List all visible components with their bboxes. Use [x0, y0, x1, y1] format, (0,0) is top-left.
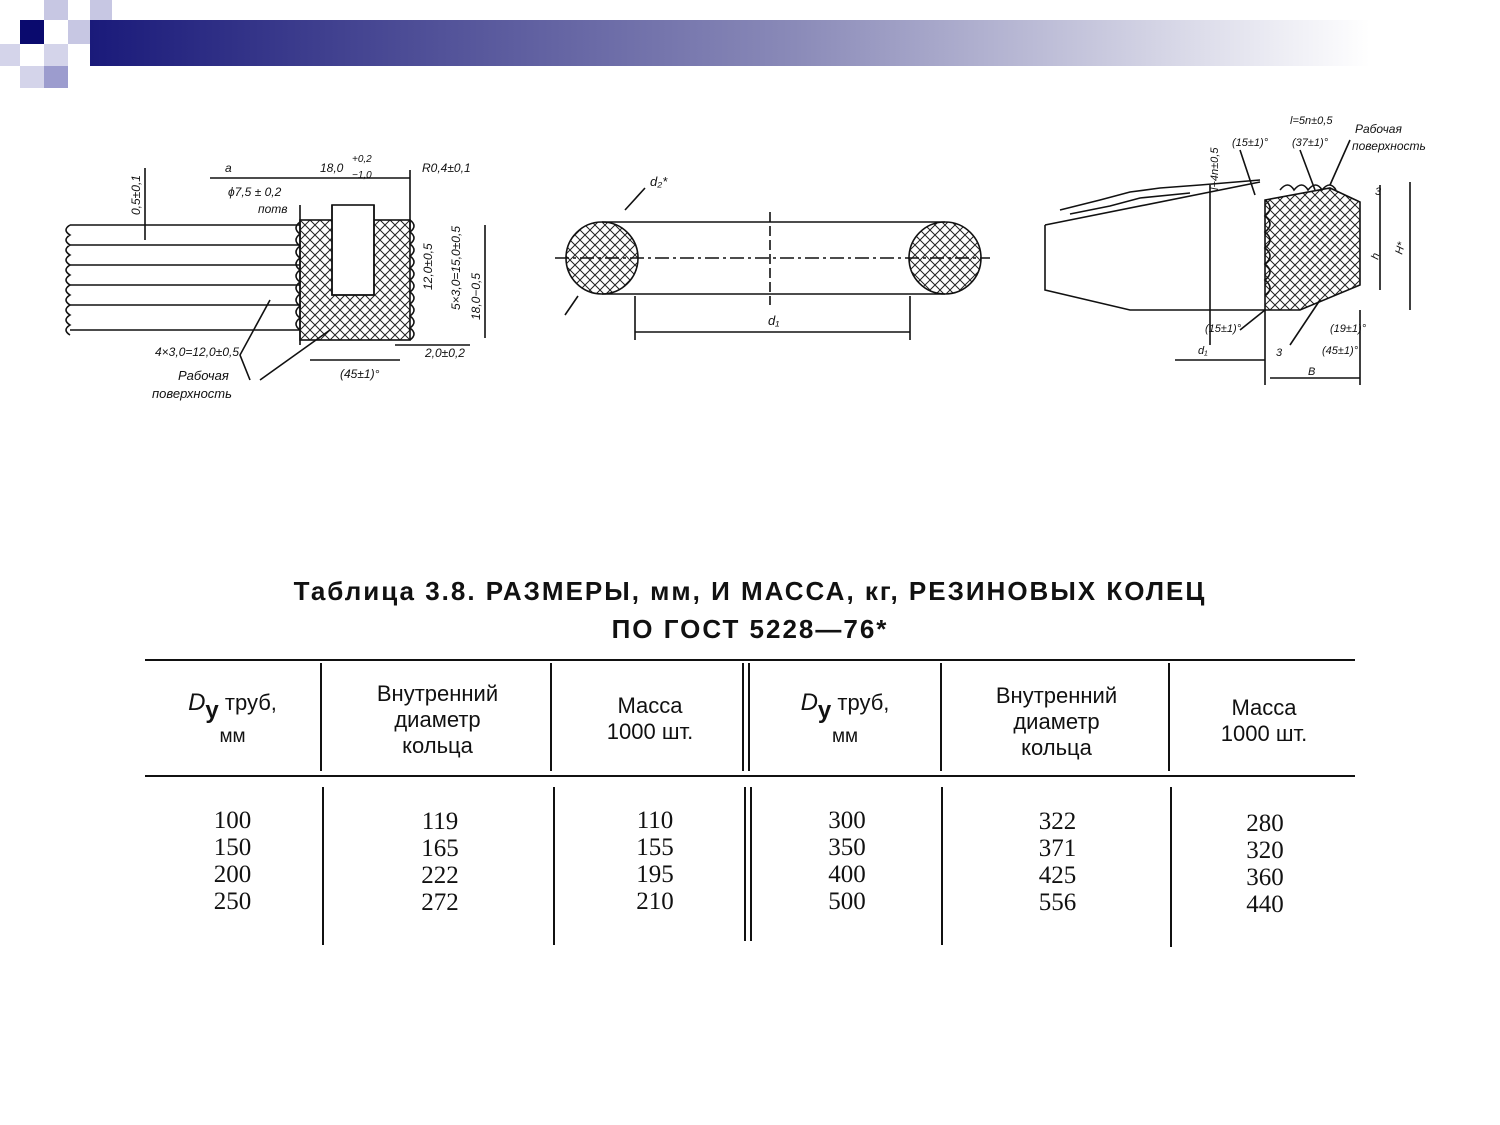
table-cell: 440: [1246, 891, 1284, 918]
technical-drawings: a 18,0 +0,2 −1,0 R0,4±0,1 ϕ7,5 ± 0,2 пот…: [65, 115, 1426, 401]
svg-text:поверхность: поверхность: [152, 386, 232, 401]
table-cell: 210: [636, 888, 674, 915]
caption-line-2: ПО ГОСТ 5228—76*: [611, 614, 889, 644]
middle-drawing: [555, 187, 990, 340]
svg-text:2,0±0,2: 2,0±0,2: [424, 346, 465, 360]
col-divider: [1170, 787, 1172, 947]
table-cell: 150: [213, 834, 252, 861]
svg-text:0,5±0,1: 0,5±0,1: [129, 175, 143, 215]
right-drawing-labels: l=5n±0,5 (15±1)° (37±1)° Рабочая поверхн…: [1198, 115, 1426, 378]
svg-text:(19±1)°: (19±1)°: [1330, 323, 1367, 335]
svg-text:Рабочая: Рабочая: [1355, 122, 1402, 136]
column-dy-2: 300 350 400 500: [752, 807, 942, 915]
svg-text:d₁: d₁: [1198, 345, 1208, 357]
table-cell: 250: [213, 888, 252, 915]
middle-drawing-labels: d₂* d₁: [650, 174, 779, 328]
svg-text:(37±1)°: (37±1)°: [1292, 137, 1329, 149]
table-cell: 272: [421, 889, 459, 916]
svg-text:R0,4±0,1: R0,4±0,1: [422, 161, 471, 175]
column-mass-1: 110 155 195 210: [560, 807, 750, 915]
col-double-divider: [742, 663, 750, 771]
svg-text:(45±1)°: (45±1)°: [1322, 345, 1359, 357]
col-divider: [553, 787, 555, 945]
table-caption: Таблица 3.8. РАЗМЕРЫ, мм, И МАССА, кг, Р…: [150, 572, 1350, 648]
table-cell: 110: [636, 807, 674, 834]
table-cell: 500: [828, 888, 866, 915]
header-mass-2: Масса 1000 шт.: [1220, 695, 1308, 746]
svg-text:4×3,0=12,0±0,5: 4×3,0=12,0±0,5: [155, 345, 239, 359]
svg-text:3: 3: [1276, 347, 1283, 359]
column-inner-diameter-1: 119 165 222 272: [325, 808, 555, 916]
table-cell: 222: [421, 862, 459, 889]
left-drawing: [65, 168, 486, 381]
col-divider: [550, 663, 552, 771]
svg-text:+0,2: +0,2: [352, 154, 372, 165]
table-cell: 371: [1038, 835, 1077, 862]
table-cell: 200: [213, 861, 252, 888]
svg-text:l=5n±0,5: l=5n±0,5: [1290, 115, 1333, 127]
header-mass-1: Масса 1000 шт.: [606, 693, 694, 744]
table-cell: 100: [213, 807, 252, 834]
col-divider: [1168, 663, 1170, 771]
svg-text:18,0−0,5: 18,0−0,5: [469, 273, 483, 320]
header-dy-2: Dу труб, мм: [800, 689, 890, 748]
svg-text:18,0: 18,0: [320, 161, 344, 175]
table-top-rule: [145, 659, 1355, 661]
svg-text:(15±1)°: (15±1)°: [1232, 137, 1269, 149]
header-dy-1: Dу труб, мм: [188, 689, 277, 748]
header-inner-diameter-2: Внутренний диаметр кольца: [995, 683, 1118, 760]
column-dy-1: 100 150 200 250: [145, 807, 320, 915]
svg-text:a: a: [225, 161, 232, 175]
table-cell: 400: [828, 861, 866, 888]
slide-banner: [0, 0, 1370, 88]
table-cell: 119: [421, 808, 459, 835]
svg-text:12,0±0,5: 12,0±0,5: [421, 243, 435, 290]
table-header-rule: [145, 775, 1355, 777]
rings-table: Dу труб, мм Внутренний диаметр кольца Ма…: [145, 655, 1355, 955]
svg-text:d₁: d₁: [768, 313, 779, 328]
svg-text:H*: H*: [1393, 240, 1408, 256]
svg-text:h: h: [1369, 252, 1382, 261]
svg-text:потв: потв: [258, 202, 288, 216]
column-mass-2: 280 320 360 440: [1175, 810, 1355, 918]
svg-text:(15±1)°: (15±1)°: [1205, 323, 1242, 335]
col-double-divider: [744, 787, 752, 941]
svg-text:3: 3: [1375, 186, 1382, 198]
table-cell: 320: [1246, 837, 1284, 864]
right-drawing: [1044, 139, 1411, 385]
svg-text:d₂*: d₂*: [650, 174, 668, 189]
table-cell: 165: [421, 835, 459, 862]
table-cell: 155: [636, 834, 674, 861]
left-drawing-labels: a 18,0 +0,2 −1,0 R0,4±0,1 ϕ7,5 ± 0,2 пот…: [129, 154, 483, 401]
col-divider: [941, 787, 943, 945]
table-cell: 556: [1038, 889, 1077, 916]
table-cell: 360: [1246, 864, 1284, 891]
svg-text:поверхность: поверхность: [1352, 139, 1426, 153]
col-divider: [320, 663, 322, 771]
table-cell: 195: [636, 861, 674, 888]
header-inner-diameter-1: Внутренний диаметр кольца: [376, 681, 499, 758]
table-cell: 425: [1038, 862, 1077, 889]
svg-text:ϕ7,5 ± 0,2: ϕ7,5 ± 0,2: [228, 185, 282, 199]
column-inner-diameter-2: 322 371 425 556: [945, 808, 1170, 916]
svg-text:(45±1)°: (45±1)°: [340, 367, 380, 381]
table-cell: 300: [828, 807, 866, 834]
svg-text:5×3,0=15,0±0,5: 5×3,0=15,0±0,5: [449, 226, 463, 310]
col-divider: [940, 663, 942, 771]
table-cell: 322: [1038, 808, 1077, 835]
table-cell: 350: [828, 834, 866, 861]
svg-text:Рабочая: Рабочая: [178, 368, 229, 383]
table-cell: 280: [1246, 810, 1284, 837]
svg-text:l−4n±0,5: l−4n±0,5: [1209, 147, 1221, 190]
col-divider: [322, 787, 324, 945]
svg-text:B: B: [1308, 366, 1315, 378]
svg-text:−1,0: −1,0: [352, 170, 372, 181]
caption-line-1: Таблица 3.8. РАЗМЕРЫ, мм, И МАССА, кг, Р…: [293, 576, 1207, 606]
